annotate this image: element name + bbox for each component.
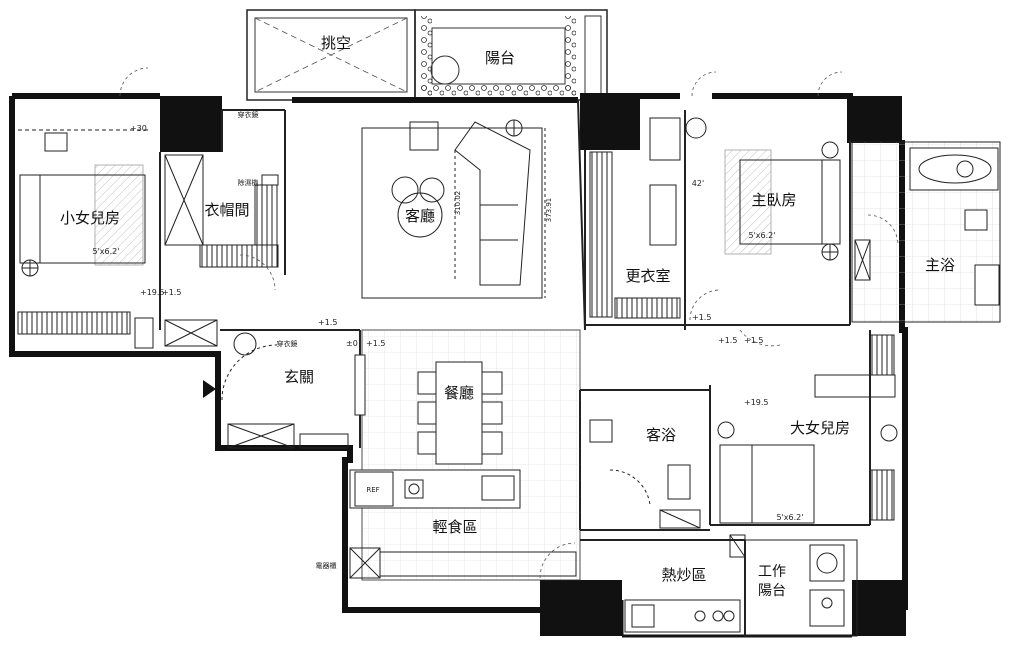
bed-size-label-3: 5'x6.2' <box>777 513 804 522</box>
foyer-label: 玄關 <box>284 368 314 386</box>
hot-kitchen-label: 熱炒區 <box>661 566 706 584</box>
small-daughter-bed <box>17 129 218 349</box>
level-marker: +19.5 <box>140 288 165 297</box>
level-marker: +1.5 <box>744 336 763 345</box>
level-marker: +1.5 <box>318 318 337 327</box>
work-balcony-fixtures <box>744 539 858 637</box>
void-label: 挑空 <box>321 34 351 52</box>
dehumidifier-label: 除濕機 <box>238 178 259 187</box>
dressing-room-label: 更衣室 <box>625 267 670 285</box>
dining-furniture <box>354 329 581 581</box>
light-kitchen-counter <box>349 469 577 579</box>
master-bath-fixtures <box>851 141 1001 323</box>
structural-columns <box>160 96 906 636</box>
hot-kitchen-counter <box>624 534 746 633</box>
entrance-arrow-icon <box>203 380 216 398</box>
door-swings <box>119 67 899 579</box>
mirror-label-2: 穿衣鏡 <box>277 339 298 348</box>
level-marker: +1.5 <box>366 339 385 348</box>
work-balcony-label-2: 陽台 <box>758 583 786 599</box>
appliance-cabinet-label: 電器櫃 <box>316 561 337 570</box>
closet-label: 衣帽間 <box>204 201 249 219</box>
master-bath-label: 主浴 <box>925 256 955 274</box>
living-furniture <box>361 119 546 299</box>
void-area <box>246 9 416 101</box>
dining-label: 餐廳 <box>444 384 474 402</box>
mirror-label-1: 穿衣鏡 <box>238 110 259 119</box>
level-marker: +19.5 <box>744 398 769 407</box>
dressing-furniture <box>589 117 707 319</box>
big-daughter-room-label: 大女兒房 <box>790 419 850 437</box>
fridge-label: REF <box>366 486 379 494</box>
light-kitchen-label: 輕食區 <box>432 518 477 536</box>
level-marker: +1.5 <box>718 336 737 345</box>
master-bedroom-label: 主臥房 <box>751 191 796 209</box>
foyer-closet <box>221 332 349 449</box>
level-marker: ±0 <box>346 339 358 348</box>
small-daughter-room-label: 小女兒房 <box>60 209 120 227</box>
closet-shelves <box>164 154 279 268</box>
bed-size-label-2: 5'x6.2' <box>749 231 776 240</box>
dimension-label-2: 373.91 <box>545 198 553 223</box>
dimension-label-1: 310.02 <box>454 191 462 216</box>
bed-size-label-1: 5'x6.2' <box>93 247 120 256</box>
work-balcony-label-1: 工作 <box>758 564 786 580</box>
ceiling-height-label: 42' <box>692 179 704 188</box>
level-marker: +30 <box>130 124 147 133</box>
master-bed <box>724 141 841 261</box>
guest-bath-label: 客浴 <box>646 426 676 444</box>
level-marker: +1.5 <box>692 313 711 322</box>
level-marker: +1.5 <box>162 288 181 297</box>
balcony-label: 陽台 <box>485 49 515 67</box>
living-room-label: 客廳 <box>405 207 435 225</box>
big-daughter-bed <box>717 334 898 524</box>
guest-bath-fixtures <box>589 419 701 529</box>
